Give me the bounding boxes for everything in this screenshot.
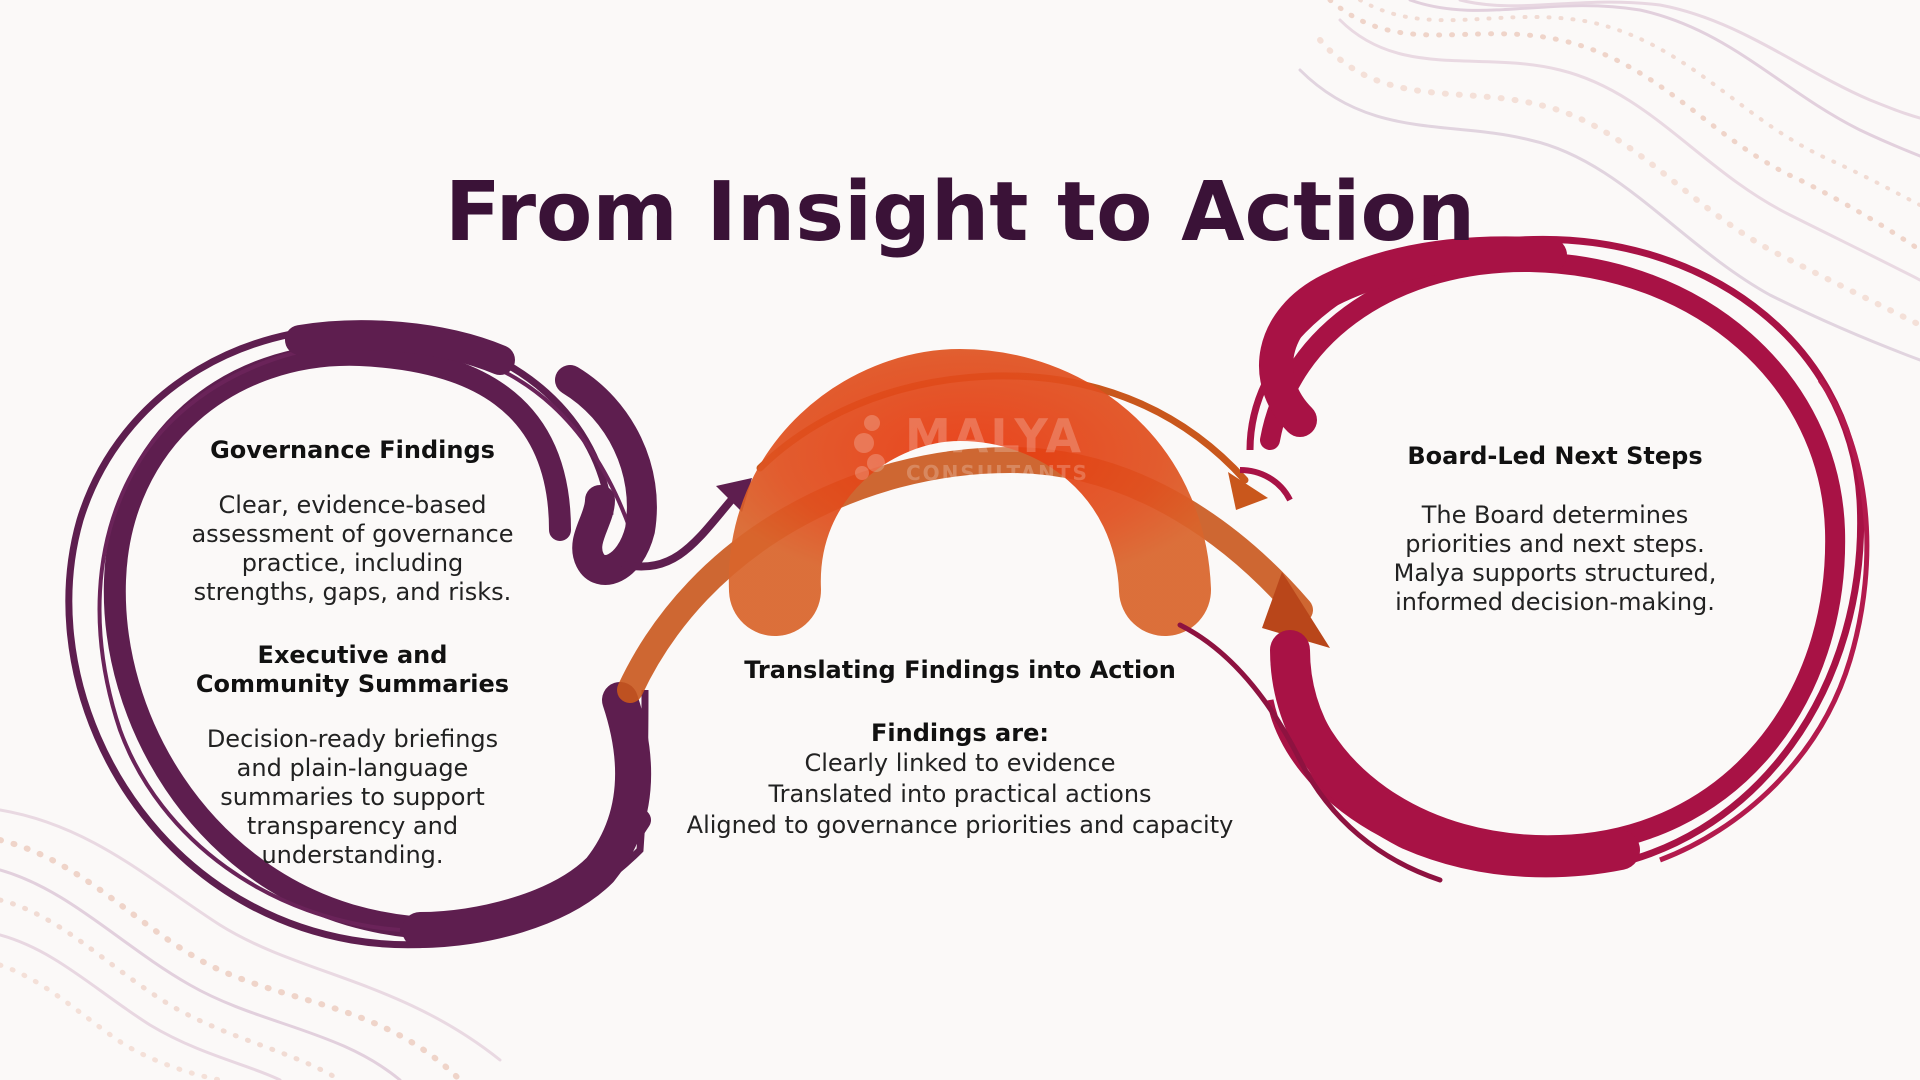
page-title: From Insight to Action: [444, 165, 1476, 260]
text-line: priorities and next steps.: [1405, 530, 1705, 558]
text-line: and plain-language: [236, 754, 469, 782]
text-line: Clearly linked to evidence: [804, 749, 1116, 777]
findings-are-heading: Findings are:: [871, 719, 1049, 747]
text-line: Aligned to governance priorities and cap…: [686, 811, 1234, 839]
malya-logo-mark: [854, 415, 885, 480]
text-line: Translated into practical actions: [768, 780, 1152, 808]
translating-heading: Translating Findings into Action: [744, 656, 1176, 684]
text-line: practice, including: [241, 549, 464, 577]
dotted-wave-top-right: [1298, 0, 1920, 362]
text-line: Malya supports structured,: [1393, 559, 1717, 587]
text-line: informed decision-making.: [1395, 588, 1715, 616]
right-loop: [1177, 235, 1870, 883]
middle-arc: [728, 348, 1211, 636]
text-line: Decision-ready briefings: [206, 725, 499, 753]
text-line: transparency and: [246, 812, 459, 840]
watermark-name: MALYA: [905, 409, 1084, 463]
board-next-steps-block: Board-Led Next Steps The Board determine…: [1360, 442, 1750, 617]
translating-block: Translating Findings into Action Finding…: [640, 656, 1280, 841]
governance-findings-block: Governance Findings Clear, evidence-base…: [170, 436, 535, 607]
translating-text: Clearly linked to evidence Translated in…: [640, 748, 1280, 841]
dotted-wave-bottom-left: [0, 808, 502, 1080]
text-line: Clear, evidence-based: [218, 491, 487, 519]
summaries-block: Executive and Community Summaries Decisi…: [170, 641, 535, 870]
malya-watermark: MALYA CONSULTANTS: [850, 405, 1110, 485]
summaries-heading: Executive and Community Summaries: [170, 641, 535, 699]
governance-findings-heading: Governance Findings: [210, 436, 495, 464]
heading-line: Community Summaries: [195, 670, 510, 698]
watermark-subtitle: CONSULTANTS: [906, 461, 1089, 485]
text-line: summaries to support: [220, 783, 485, 811]
governance-findings-text: Clear, evidence-based assessment of gove…: [170, 491, 535, 607]
board-next-steps-text: The Board determines priorities and next…: [1360, 501, 1750, 617]
text-line: assessment of governance: [191, 520, 514, 548]
summaries-text: Decision-ready briefings and plain-langu…: [170, 725, 535, 870]
text-line: strengths, gaps, and risks.: [193, 578, 512, 606]
left-loop: [65, 320, 752, 949]
text-line: The Board determines: [1421, 501, 1689, 529]
board-next-steps-heading: Board-Led Next Steps: [1407, 442, 1703, 470]
text-line: understanding.: [261, 841, 444, 869]
heading-line: Executive and: [257, 641, 448, 669]
